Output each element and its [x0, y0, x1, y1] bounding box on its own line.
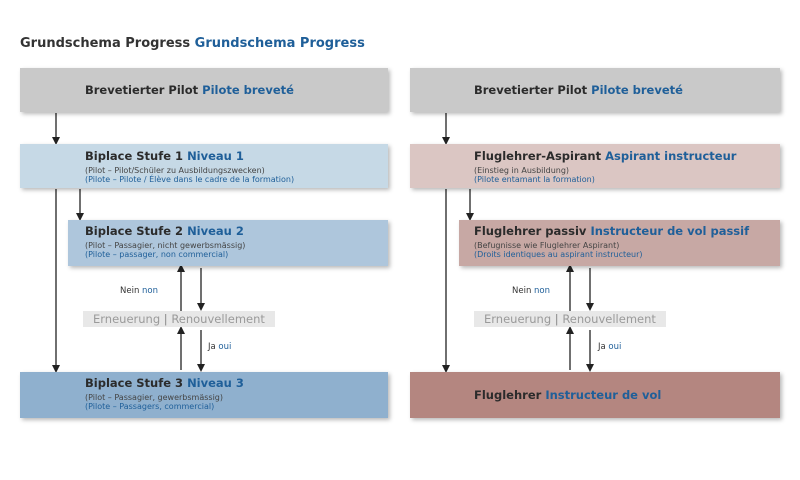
left-level1-box: Biplace Stufe 1 Niveau 1 (Pilot – Pilot/… [20, 144, 388, 188]
right-no-de: Nein [512, 286, 532, 296]
right-level2-box: Fluglehrer passiv Instructeur de vol pas… [459, 220, 780, 266]
right-no-fr: non [534, 286, 551, 296]
left-yes-label: Ja oui [208, 342, 231, 352]
right-level3-title: Fluglehrer Instructeur de vol [474, 388, 661, 402]
right-level1-sub-fr: (Pilote entamant la formation) [474, 175, 595, 184]
left-level2-fr: Niveau 2 [187, 224, 244, 238]
right-renewal-separator: | [554, 312, 559, 326]
left-level1-de: Biplace Stufe 1 [85, 149, 184, 163]
right-level2-sub-fr: (Droits identiques au aspirant instructe… [474, 250, 643, 259]
right-level3-de: Fluglehrer [474, 388, 542, 402]
right-renewal-de: Erneuerung [484, 312, 552, 326]
right-yes-label: Ja oui [598, 342, 621, 352]
left-level3-title: Biplace Stufe 3 Niveau 3 [85, 376, 388, 390]
left-top-de: Brevetierter Pilot [85, 83, 199, 97]
right-level1-de: Fluglehrer-Aspirant [474, 149, 602, 163]
right-level1-sub-de: (Einstieg in Ausbildung) [474, 166, 570, 175]
right-renewal-fr: Renouvellement [562, 312, 656, 326]
left-level3-sub-fr: (Pilote – Passagers, commercial) [85, 402, 215, 411]
right-level2-sub-de: (Befugnisse wie Fluglehrer Aspirant) [474, 241, 620, 250]
title-de: Grundschema Progress [20, 36, 191, 51]
right-level1-title: Fluglehrer-Aspirant Aspirant instructeur [474, 149, 780, 163]
title-fr: Grundschema Progress [194, 36, 365, 51]
left-level1-fr: Niveau 1 [187, 149, 244, 163]
left-level3-de: Biplace Stufe 3 [85, 376, 184, 390]
left-yes-de: Ja [208, 342, 216, 352]
left-level1-sub-fr: (Pilote – Pilote / Élève dans le cadre d… [85, 175, 295, 184]
right-level2-de: Fluglehrer passiv [474, 224, 587, 238]
right-top-box: Brevetierter Pilot Pilote breveté [410, 68, 780, 112]
left-level2-sub-fr: (Pilote – passager, non commercial) [85, 250, 229, 259]
left-level2-box: Biplace Stufe 2 Niveau 2 (Pilot – Passag… [68, 220, 388, 266]
right-no-label: Nein non [512, 286, 550, 296]
left-top-fr: Pilote breveté [202, 83, 294, 97]
right-level2-title: Fluglehrer passiv Instructeur de vol pas… [474, 224, 780, 238]
left-level3-fr: Niveau 3 [187, 376, 244, 390]
left-top-box: Brevetierter Pilot Pilote breveté [20, 68, 388, 112]
left-level2-de: Biplace Stufe 2 [85, 224, 184, 238]
right-yes-de: Ja [598, 342, 606, 352]
right-level2-fr: Instructeur de vol passif [590, 224, 750, 238]
left-renewal-de: Erneuerung [93, 312, 161, 326]
right-yes-fr: oui [608, 342, 622, 352]
right-level1-box: Fluglehrer-Aspirant Aspirant instructeur… [410, 144, 780, 188]
right-renewal-box: Erneuerung | Renouvellement [474, 311, 666, 327]
left-top-label: Brevetierter Pilot Pilote breveté [85, 83, 294, 97]
left-level2-sub-de: (Pilot – Passagier, nicht gewerbsmässig) [85, 241, 246, 250]
left-level2-title: Biplace Stufe 2 Niveau 2 [85, 224, 388, 238]
left-renewal-separator: | [163, 312, 168, 326]
left-level3-sub-de: (Pilot – Passagier, gewerbsmässig) [85, 393, 223, 402]
left-no-fr: non [142, 286, 159, 296]
right-top-de: Brevetierter Pilot [474, 83, 588, 97]
left-renewal-box: Erneuerung | Renouvellement [83, 311, 275, 327]
left-yes-fr: oui [218, 342, 232, 352]
right-top-fr: Pilote breveté [591, 83, 683, 97]
right-top-label: Brevetierter Pilot Pilote breveté [474, 83, 683, 97]
left-level1-title: Biplace Stufe 1 Niveau 1 [85, 149, 388, 163]
left-no-de: Nein [120, 286, 140, 296]
right-level3-fr: Instructeur de vol [545, 388, 662, 402]
page-title: Grundschema Progress Grundschema Progres… [20, 36, 365, 51]
left-level3-box: Biplace Stufe 3 Niveau 3 (Pilot – Passag… [20, 372, 388, 418]
left-no-label: Nein non [120, 286, 158, 296]
right-level3-box: Fluglehrer Instructeur de vol [410, 372, 780, 418]
right-level1-fr: Aspirant instructeur [605, 149, 737, 163]
left-renewal-fr: Renouvellement [171, 312, 265, 326]
left-level1-sub-de: (Pilot – Pilot/Schüler zu Ausbildungszwe… [85, 166, 265, 175]
